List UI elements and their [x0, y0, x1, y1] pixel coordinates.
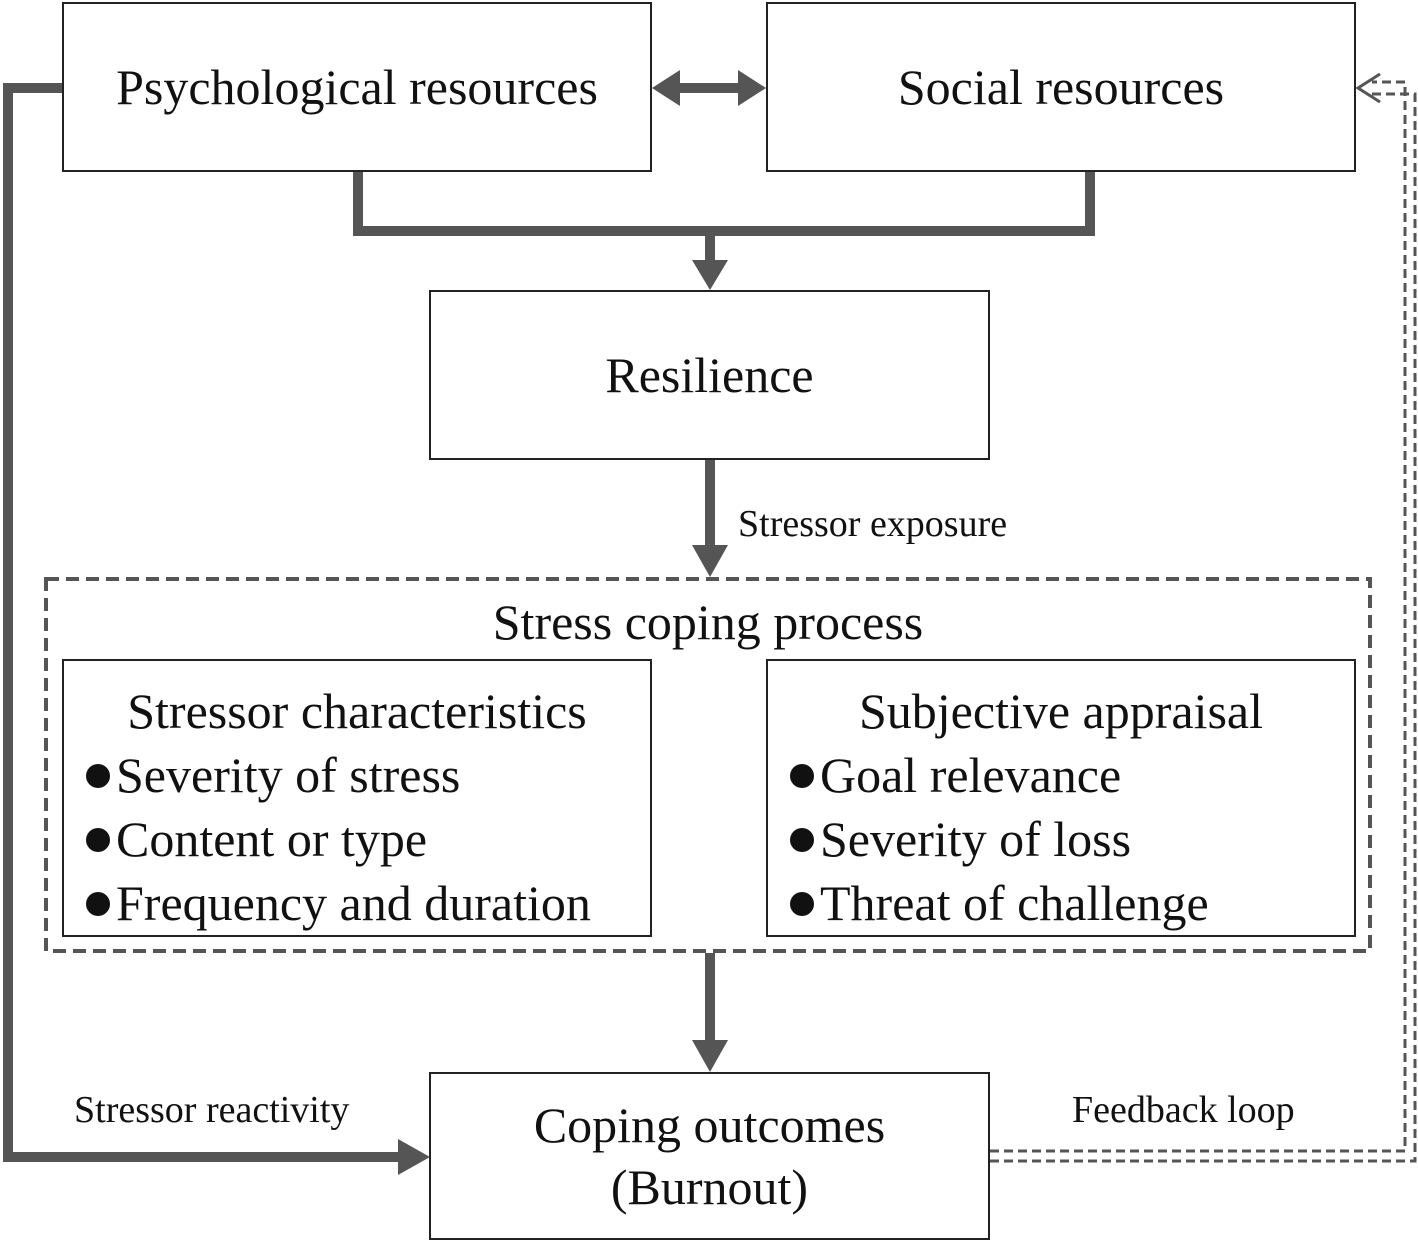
coping-outcomes-box: Coping outcomes (Burnout): [429, 1072, 990, 1240]
list-item: Severity of loss: [790, 807, 1354, 871]
list-item: Severity of stress: [86, 743, 650, 807]
list-item: Threat of challenge: [790, 871, 1354, 935]
arrowhead-right: [738, 70, 766, 106]
subjective-appraisal-box: Subjective appraisal Goal relevance Seve…: [766, 659, 1356, 937]
list-item-label: Threat of challenge: [820, 875, 1209, 931]
resilience-label: Resilience: [605, 346, 814, 403]
list-item-label: Severity of stress: [116, 747, 461, 803]
stressor-characteristics-list: Severity of stress Content or type Frequ…: [64, 743, 650, 935]
list-item-label: Goal relevance: [820, 747, 1122, 803]
psychological-resources-label: Psychological resources: [116, 58, 598, 115]
bullet-icon: [86, 764, 110, 788]
arrowhead-left: [652, 70, 680, 106]
arrowhead-down-process: [692, 545, 728, 577]
stress-coping-process-group: Stress coping process Stressor character…: [44, 577, 1372, 953]
bullet-icon: [790, 828, 814, 852]
psychological-resources-box: Psychological resources: [62, 2, 652, 172]
subjective-appraisal-list: Goal relevance Severity of loss Threat o…: [768, 743, 1354, 935]
social-resources-label: Social resources: [897, 58, 1225, 115]
list-item: Frequency and duration: [86, 871, 650, 935]
resources-join-connector: [353, 172, 1095, 236]
arrowhead-down-resilience: [692, 260, 728, 290]
stressor-reactivity-label: Stressor reactivity: [74, 1089, 350, 1131]
stressor-exposure-label: Stressor exposure: [738, 503, 1008, 545]
bullet-icon: [86, 892, 110, 916]
list-item: Content or type: [86, 807, 650, 871]
feedback-arrowhead: [1355, 72, 1381, 104]
stressor-characteristics-box: Stressor characteristics Severity of str…: [62, 659, 652, 937]
burnout-label: (Burnout): [610, 1159, 809, 1215]
feedback-loop-connector: [990, 80, 1417, 1163]
stressor-characteristics-title: Stressor characteristics: [127, 683, 587, 739]
bullet-icon: [790, 892, 814, 916]
bullet-icon: [790, 764, 814, 788]
dashed-group-border: [44, 577, 1372, 953]
social-resources-box: Social resources: [766, 2, 1356, 172]
stress-coping-process-title: Stress coping process: [492, 594, 924, 650]
stressor-reactivity-arrow: [3, 83, 405, 1162]
subjective-appraisal-title: Subjective appraisal: [858, 683, 1264, 739]
list-item: Goal relevance: [790, 743, 1354, 807]
resilience-box: Resilience: [429, 290, 990, 460]
feedback-loop-label: Feedback loop: [1072, 1089, 1295, 1131]
arrowhead-down-outcome: [692, 1040, 728, 1072]
list-item-label: Severity of loss: [820, 811, 1132, 867]
list-item-label: Content or type: [116, 811, 428, 867]
list-item-label: Frequency and duration: [116, 875, 591, 931]
coping-outcomes-label: Coping outcomes: [533, 1096, 886, 1153]
arrowhead-right-outcome: [398, 1139, 430, 1175]
bullet-icon: [86, 828, 110, 852]
